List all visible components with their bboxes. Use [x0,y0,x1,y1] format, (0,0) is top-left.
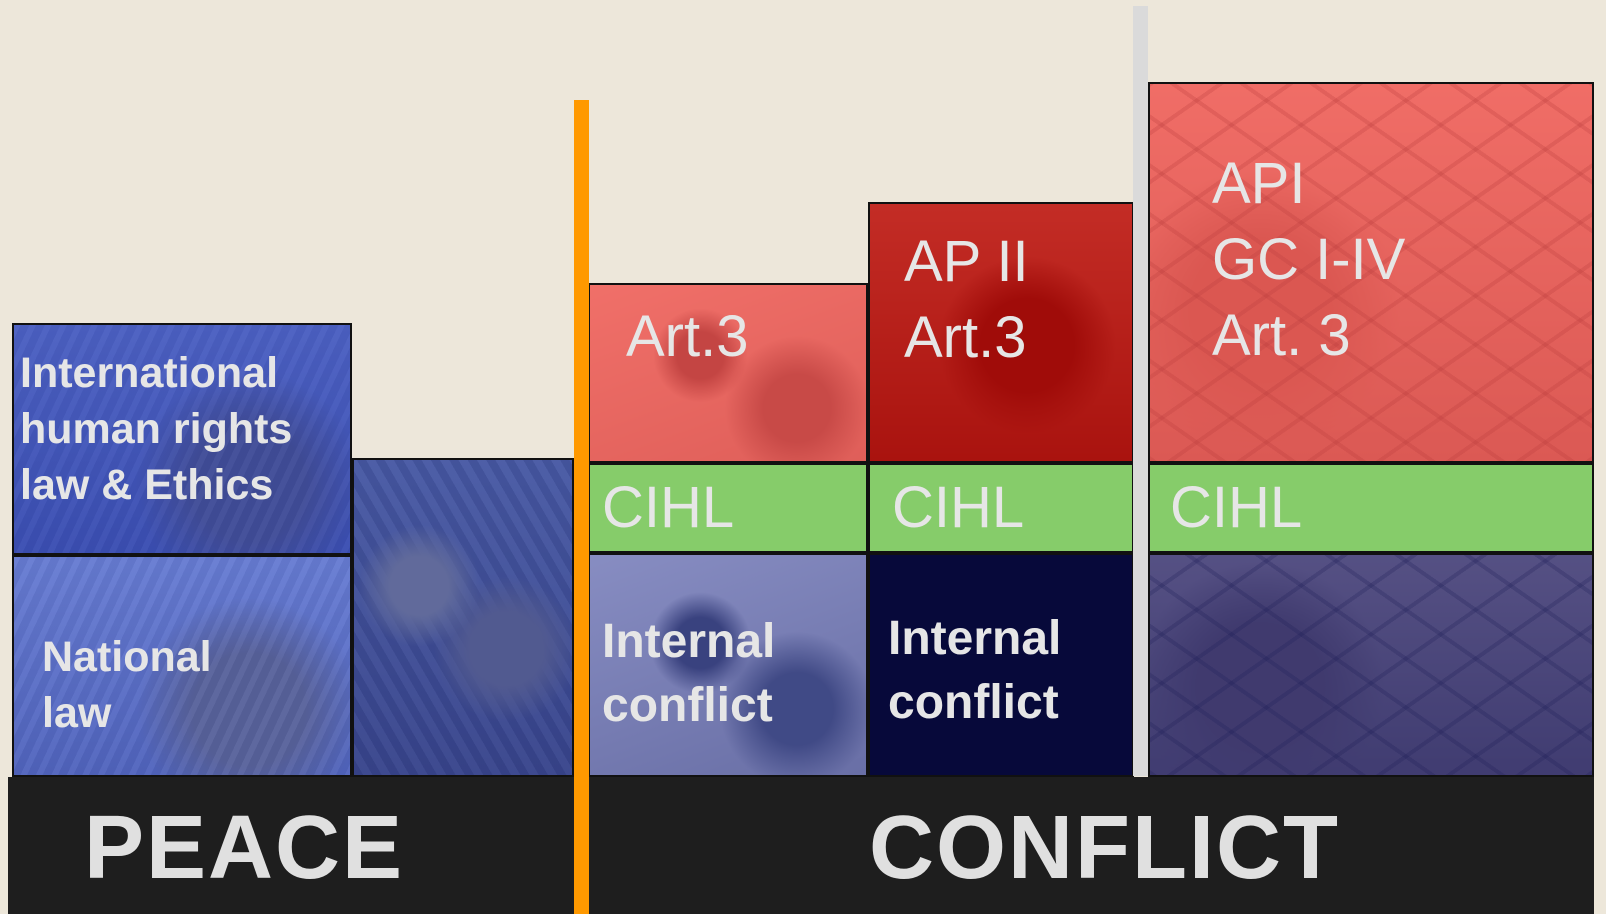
national-law-block: National law [12,555,352,777]
api-label-col3: API GC I-IV Art. 3 [1212,151,1406,368]
internal-conflict-block-col2: Internal conflict [868,553,1134,777]
grey-divider [1133,6,1148,776]
internal-conflict-label-col1: Internal conflict [602,615,776,732]
conflict-title: CONFLICT [869,798,1340,898]
ihrl-label: International human rights law & Ethics [20,349,293,509]
base-photo-block-col3 [1148,553,1594,777]
cihl-label-col3: CIHL [1170,475,1303,540]
cihl-block-col2: CIHL [868,463,1134,553]
api-block-col3: API GC I-IV Art. 3 [1148,82,1594,463]
internal-conflict-label-col2: Internal conflict [888,612,1062,729]
ihrl-block: International human rights law & Ethics [12,323,352,555]
cihl-block-col3: CIHL [1148,463,1594,553]
cihl-label-col2: CIHL [892,475,1025,540]
peace-title: PEACE [84,798,405,898]
cihl-label-col1: CIHL [602,475,735,540]
art3-block-col1: Art.3 [588,283,868,463]
orange-divider [574,100,589,914]
peace-bar: PEACE [8,777,574,914]
cihl-block-col1: CIHL [588,463,868,553]
soldiers-photo-block [352,458,574,777]
conflict-bar: CONFLICT [589,777,1594,914]
internal-conflict-block-col1: Internal conflict [588,553,868,777]
national-law-label: National law [42,633,212,737]
ap2-block-col2: AP II Art.3 [868,202,1134,463]
art3-label-col1: Art.3 [626,304,749,369]
ap2-label-col2: AP II Art.3 [904,229,1029,370]
